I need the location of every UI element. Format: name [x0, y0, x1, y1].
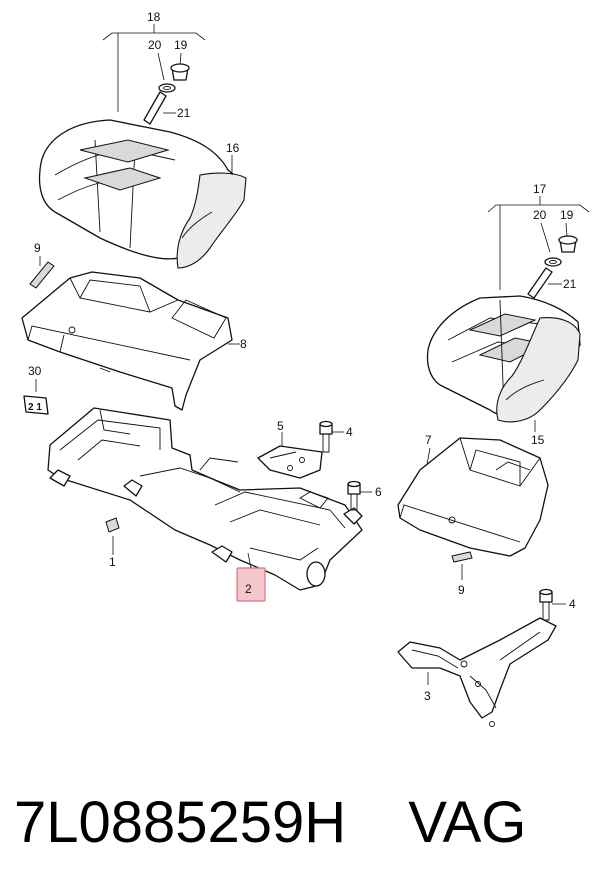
callout-30: 30 [28, 364, 42, 378]
callout-2: 2 [245, 582, 252, 596]
svg-text:2 1: 2 1 [28, 402, 42, 413]
clip-19-left [170, 63, 190, 81]
callout-18: 18 [147, 10, 161, 24]
strip-9-left [29, 261, 55, 289]
callout-1: 1 [109, 555, 116, 569]
callout-5: 5 [277, 419, 284, 433]
label-tag-30: 2 1 [23, 395, 49, 415]
callout-8: 8 [240, 337, 247, 351]
seat-frame-2 [47, 407, 363, 591]
clip-19-right [558, 235, 578, 253]
parts-diagram: 18 20 19 21 16 9 [21, 10, 590, 727]
callout-20-left: 20 [148, 38, 162, 52]
support-bracket-3 [397, 617, 557, 727]
ring-20-right [544, 257, 562, 267]
backrest-foam-16 [176, 172, 247, 269]
callout-16: 16 [226, 141, 240, 155]
callout-4-right: 4 [569, 597, 576, 611]
pin-21-left [143, 91, 176, 125]
callout-4-middle: 4 [346, 425, 353, 439]
callout-6: 6 [375, 485, 382, 499]
footer: 7L0885259H VAG [14, 782, 594, 862]
pin-21-right [527, 267, 562, 299]
callout-9-left: 9 [34, 241, 41, 255]
callout-9-right: 9 [458, 583, 465, 597]
bolt-4-right [539, 588, 553, 621]
callout-21-left: 21 [177, 106, 191, 120]
seat-pan-7 [397, 437, 549, 557]
callout-20-right: 20 [533, 208, 547, 222]
bolt-4-middle [319, 420, 333, 453]
bracket-17 [487, 196, 590, 290]
callout-7: 7 [425, 433, 432, 447]
part-number: 7L0885259H [14, 789, 347, 855]
callout-17: 17 [533, 182, 547, 196]
bracket-5 [257, 445, 323, 479]
callout-19-right: 19 [560, 208, 574, 222]
backrest-frame-8 [21, 271, 233, 411]
strip-9-right [451, 551, 473, 563]
bolt-6 [347, 480, 361, 511]
clip-1 [105, 517, 120, 533]
bracket-18 [102, 24, 206, 112]
seat-cushion-foam-15 [496, 317, 581, 423]
brand-name: VAG [408, 789, 527, 855]
callout-15: 15 [531, 433, 545, 447]
callout-21-right: 21 [563, 277, 577, 291]
callout-19-left: 19 [174, 38, 188, 52]
ring-20-left [158, 83, 176, 93]
callout-3: 3 [424, 689, 431, 703]
